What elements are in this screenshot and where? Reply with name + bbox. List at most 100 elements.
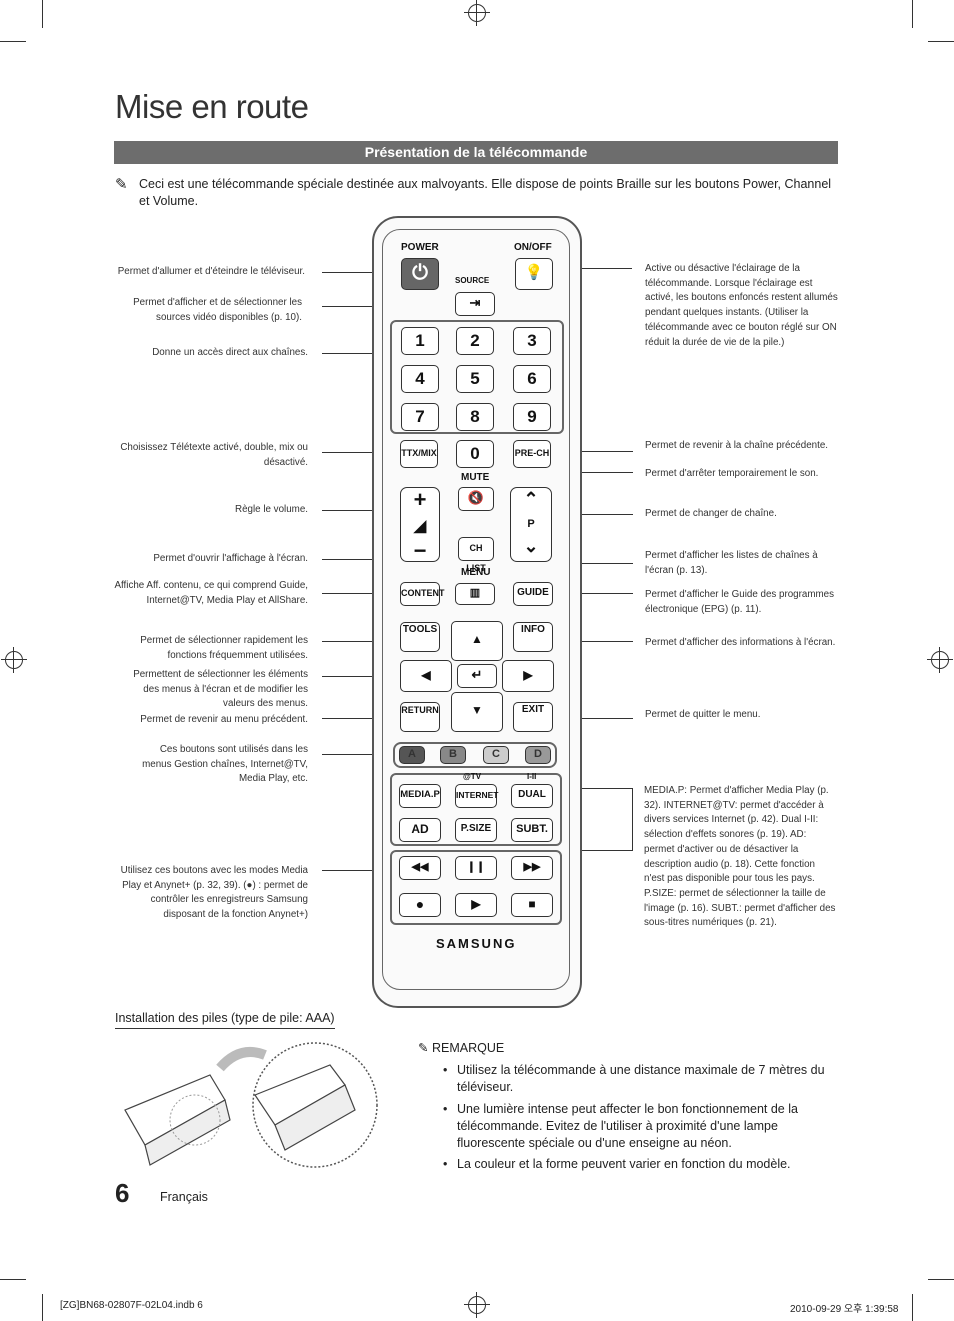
record-button[interactable]: ● — [399, 893, 441, 917]
play-button[interactable]: ▶ — [455, 893, 497, 917]
mute-button[interactable]: 🔇 — [458, 487, 494, 511]
mute-icon: 🔇 — [467, 490, 485, 505]
pencil-icon: ✎ — [418, 1041, 432, 1055]
p-size-button[interactable]: P.SIZE — [455, 818, 497, 842]
color-group — [393, 742, 557, 768]
desc-media: MEDIA.P: Permet d'afficher Media Play (p… — [644, 785, 836, 929]
fast-forward-button[interactable]: ▶▶ — [511, 856, 553, 880]
internet-button[interactable]: INTERNET — [455, 784, 499, 808]
crop-mark — [928, 1279, 954, 1280]
digit-3-button[interactable]: 3 — [513, 327, 551, 355]
color-b-button[interactable]: B — [440, 746, 466, 764]
digit-5-button[interactable]: 5 — [456, 365, 494, 393]
section-heading: Présentation de la télécommande — [114, 141, 838, 164]
crop-mark — [912, 0, 913, 28]
fast-forward-icon: ▶▶ — [523, 861, 541, 873]
desc-info: Permet d'afficher des informations à l'é… — [645, 637, 836, 648]
onoff-button[interactable]: 💡 — [515, 258, 553, 290]
digit-2-button[interactable]: 2 — [456, 327, 494, 355]
crop-mark — [912, 1294, 913, 1321]
p-label: P — [527, 518, 535, 530]
volume-up-icon: + — [413, 487, 427, 512]
nav-right-button[interactable]: ▶ — [502, 660, 554, 692]
leader-line — [322, 272, 400, 273]
desc-chlist: Permet d'afficher les listes de chaînes … — [645, 550, 818, 576]
crop-mark — [42, 1294, 43, 1321]
color-c-button[interactable]: C — [483, 746, 509, 764]
dual-button[interactable]: DUAL — [511, 784, 553, 808]
nav-left-button[interactable]: ◀ — [400, 660, 452, 692]
pause-button[interactable]: ❙❙ — [455, 856, 497, 880]
stop-button[interactable]: ■ — [511, 893, 553, 917]
subt-button[interactable]: SUBT. — [511, 818, 553, 842]
remarque-text: Une lumière intense peut affecter le bon… — [457, 1102, 798, 1150]
desc-menu: Permet d'ouvrir l'affichage à l'écran. — [153, 553, 308, 564]
remarque-heading: ✎ REMARQUE — [418, 1040, 504, 1055]
desc-guide: Permet d'afficher le Guide des programme… — [645, 589, 835, 615]
volume-down-icon: − — [413, 538, 427, 563]
playback-group — [390, 850, 562, 925]
footer-file: [ZG]BN68-02807F-02L04.indb 6 — [60, 1300, 203, 1311]
digit-8-button[interactable]: 8 — [456, 403, 494, 431]
media-p-button[interactable]: MEDIA.P — [399, 784, 441, 808]
digit-0-button[interactable]: 0 — [456, 440, 494, 468]
digit-7-button[interactable]: 7 — [401, 403, 439, 431]
digit-9-button[interactable]: 9 — [513, 403, 551, 431]
exit-button[interactable]: EXIT — [513, 702, 553, 732]
menu-button[interactable]: ▥ — [455, 583, 495, 605]
pencil-icon: ✎ — [115, 176, 128, 193]
digit-6-button[interactable]: 6 — [513, 365, 551, 393]
digit-4-button[interactable]: 4 — [401, 365, 439, 393]
remote-panel — [382, 229, 570, 990]
menu-icon: ▥ — [469, 587, 481, 599]
channel-rocker[interactable]: ⌃P⌄ — [510, 487, 552, 562]
leader-line — [322, 870, 390, 871]
leader-line — [322, 641, 400, 642]
leader-line — [322, 718, 400, 719]
desc-onoff: Active ou désactive l'éclairage de la té… — [645, 263, 838, 348]
info-button[interactable]: INFO — [513, 622, 553, 652]
power-button[interactable]: ⏻ — [401, 258, 439, 290]
source-icon: ⇥ — [469, 295, 481, 310]
chevron-down-icon: ⌄ — [523, 536, 539, 556]
footer-date: 2010-09-29 오후 1:39:58 — [790, 1304, 899, 1315]
remarque-label: REMARQUE — [431, 1041, 505, 1055]
color-a-button[interactable]: A — [399, 746, 425, 764]
mute-label: MUTE — [461, 472, 490, 483]
source-button[interactable]: ⇥ — [455, 292, 495, 316]
content-button[interactable]: CONTENT — [400, 582, 445, 606]
desc-ttx: Choisissez Télétexte activé, double, mix… — [120, 442, 308, 468]
registration-mark-icon — [1, 647, 27, 673]
leader-line — [565, 788, 633, 789]
guide-button[interactable]: GUIDE — [513, 582, 553, 606]
page-title: Mise en route — [115, 88, 309, 125]
desc-prech: Permet de revenir à la chaîne précédente… — [645, 440, 828, 451]
record-icon: ● — [415, 896, 425, 912]
tools-button[interactable]: TOOLS — [400, 622, 440, 652]
ch-list-button[interactable]: CH LIST — [458, 537, 494, 573]
leader-line — [322, 510, 400, 511]
pre-ch-button[interactable]: PRE-CH — [513, 440, 551, 468]
desc-power: Permet d'allumer et d'éteindre le télévi… — [117, 266, 305, 277]
pause-icon: ❙❙ — [466, 861, 486, 873]
crop-mark — [0, 41, 26, 42]
leader-line — [632, 788, 633, 850]
battery-heading: Installation des piles (type de pile: AA… — [115, 1011, 335, 1029]
rewind-button[interactable]: ◀◀ — [399, 856, 441, 880]
enter-button[interactable]: ↵ — [457, 664, 497, 688]
nav-up-button[interactable]: ▲ — [451, 621, 503, 661]
volume-rocker[interactable]: +◢− — [400, 487, 440, 563]
ad-button[interactable]: AD — [399, 818, 441, 842]
digit-1-button[interactable]: 1 — [401, 327, 439, 355]
leader-line — [552, 268, 632, 269]
arrow-left-icon: ◀ — [421, 668, 431, 682]
color-d-button[interactable]: D — [525, 746, 551, 764]
registration-mark-icon — [464, 0, 490, 26]
crop-mark — [42, 0, 43, 28]
return-button[interactable]: RETURN — [400, 702, 440, 732]
desc-digits: Donne un accès direct aux chaînes. — [152, 347, 308, 358]
ttx-mix-button[interactable]: TTX/MIX — [400, 440, 438, 468]
leader-line — [553, 451, 633, 452]
arrow-down-icon: ▼ — [471, 703, 483, 717]
nav-down-button[interactable]: ▼ — [451, 692, 503, 732]
